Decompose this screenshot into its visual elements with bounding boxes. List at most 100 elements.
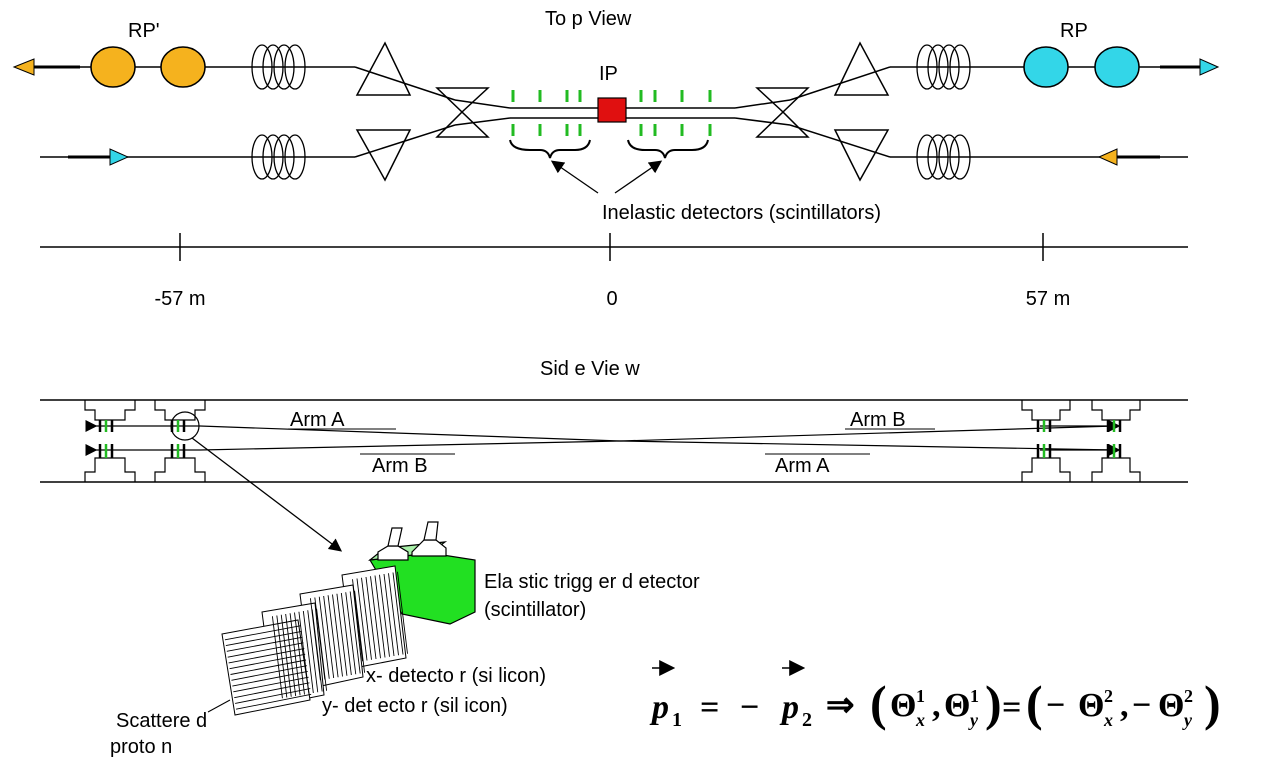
rp-station-near-right — [1021, 400, 1071, 482]
top-view: To p View RP' RP IP — [12, 8, 1220, 224]
eq-p1-sub: 1 — [672, 709, 682, 731]
zoom-circle — [170, 411, 200, 441]
x-detector-label: x- detecto r (si licon) — [366, 665, 546, 687]
proton-label: proto n — [110, 736, 172, 758]
silicon-strip — [356, 578, 368, 661]
silicon-strip — [354, 590, 366, 673]
tick-label-57: 57 m — [1026, 288, 1070, 310]
beam-arrow-right-in — [1097, 148, 1160, 166]
dipoles — [355, 41, 890, 182]
eq-minus: − — [740, 689, 759, 726]
silicon-strip — [289, 613, 301, 696]
arm-a-top-label: Arm A — [290, 409, 345, 431]
y-detector-label: y- det ecto r (sil icon) — [322, 695, 508, 717]
silicon-strip — [234, 682, 310, 699]
inelastic-braces — [509, 139, 709, 159]
proton-trajectories — [85, 420, 1121, 456]
eq-equals-1: = — [700, 689, 719, 726]
eq-theta-x1: Θ — [890, 687, 916, 724]
eq-paren-close-1: ) — [985, 675, 1002, 731]
rp-station-near-left — [154, 400, 206, 482]
tick-label-zero: 0 — [606, 288, 617, 310]
silicon-strip — [235, 688, 311, 704]
eq-p1: p — [649, 689, 669, 726]
tick-label-minus-57: -57 m — [154, 288, 205, 310]
silicon-strip — [392, 572, 404, 655]
silicon-strip — [336, 593, 348, 676]
silicon-strip — [361, 577, 372, 660]
inelastic-detectors-label: Inelastic detectors (scintillators) — [602, 202, 881, 224]
eq-theta-y1: Θ — [944, 687, 970, 724]
eq-theta-y2: Θ — [1158, 687, 1184, 724]
momentum-equation: p 1 = − p 2 ⇒ ( Θ 1 x , Θ 1 y ) = ( − Θ … — [649, 660, 1221, 731]
silicon-strip — [374, 575, 386, 658]
eq-theta-y2-sub: y — [1182, 710, 1193, 730]
top-view-title: To p View — [545, 8, 632, 30]
roman-pot-right-1 — [1023, 46, 1069, 88]
silicon-strip — [231, 665, 307, 681]
eq-paren-open-1: ( — [870, 675, 887, 731]
beam-arrow-right-out — [1160, 58, 1220, 76]
quad-right-lower — [916, 134, 971, 180]
silicon-strip — [383, 573, 395, 657]
silicon-strip — [311, 609, 323, 692]
silicon-strip — [332, 594, 343, 677]
silicon-strip — [345, 592, 357, 675]
roman-pot-right-2 — [1094, 46, 1140, 88]
scattered-label: Scattere d — [116, 710, 207, 732]
quad-left-lower — [251, 134, 306, 180]
silicon-strip — [276, 615, 288, 698]
dx-left — [435, 87, 490, 138]
zoom-pointer-arrow — [191, 437, 343, 552]
scattered-proton-pointer — [207, 699, 231, 713]
eq-theta-y1-sub: y — [968, 710, 979, 730]
quad-left-upper — [251, 44, 306, 90]
pointer-arrow-right — [614, 160, 663, 194]
silicon-strip — [323, 595, 335, 679]
dipole-left-lower — [355, 129, 412, 182]
side-view: Sid e Vie w — [40, 358, 1188, 552]
eq-theta-x2-sub: x — [1103, 710, 1113, 730]
silicon-strip — [230, 659, 307, 675]
silicon-strip — [227, 642, 304, 658]
eq-minus-2: − — [1046, 687, 1065, 724]
rp-detectors-side — [98, 420, 1122, 458]
quad-right-upper — [916, 44, 971, 90]
plane-hatching — [224, 571, 408, 710]
silicon-strip — [226, 636, 303, 652]
eq-paren-open-2: ( — [1026, 675, 1043, 731]
eq-theta-y2-sup: 2 — [1184, 686, 1193, 706]
eq-theta-y1-sup: 1 — [970, 686, 979, 706]
elastic-trigger-scintillator — [367, 521, 476, 625]
dipole-right-upper — [833, 41, 890, 96]
ip-label: IP — [599, 63, 618, 85]
dx-right — [755, 87, 810, 138]
silicon-strip — [232, 670, 308, 687]
arm-b-bottom-label: Arm B — [372, 455, 428, 477]
arm-a-bottom-label: Arm A — [775, 455, 830, 477]
arm-b-top-label: Arm B — [850, 409, 906, 431]
eq-theta-x1-sup: 1 — [916, 686, 925, 706]
rp-station-far-left — [84, 400, 136, 482]
silicon-strip — [233, 676, 309, 693]
distance-axis: -57 m 0 57 m — [40, 233, 1188, 310]
rp-left-label: RP' — [128, 20, 160, 42]
eq-p2: p — [779, 689, 799, 726]
eq-p2-sub: 2 — [802, 709, 812, 731]
eq-theta-x2: Θ — [1078, 687, 1104, 724]
quadrupoles — [251, 44, 971, 180]
rp-right-label: RP — [1060, 20, 1088, 42]
silicon-strip — [397, 571, 408, 654]
dipole-right-lower — [833, 129, 890, 182]
silicon-strip — [302, 610, 314, 694]
silicon-strip — [307, 610, 319, 693]
dipole-left-upper — [355, 41, 412, 96]
eq-theta-x2-sup: 2 — [1104, 686, 1113, 706]
elastic-trigger-sub-label: (scintillator) — [484, 599, 586, 621]
silicon-strip — [224, 625, 301, 641]
silicon-strip — [285, 613, 297, 697]
silicon-strip — [235, 693, 312, 710]
eq-minus-3: − — [1132, 687, 1151, 724]
